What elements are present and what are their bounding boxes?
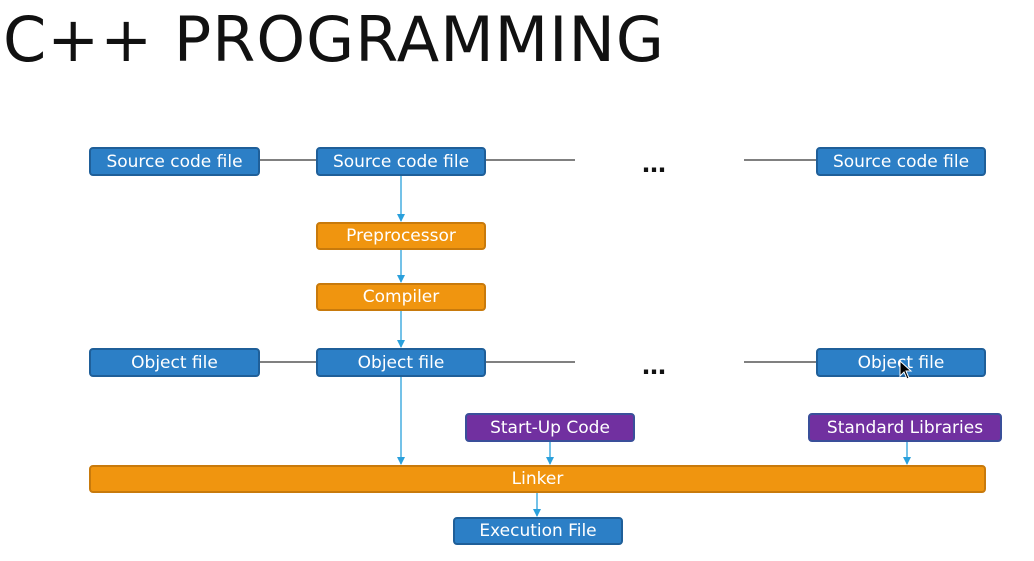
preprocessor-box: Preprocessor	[316, 222, 486, 250]
source-code-file-right: Source code file	[816, 147, 986, 176]
object-row-ellipsis: …	[642, 352, 667, 380]
standard-libraries-box: Standard Libraries	[808, 413, 1002, 442]
object-file-main: Object file	[316, 348, 486, 377]
source-row-ellipsis: …	[642, 150, 667, 178]
linker-bar: Linker	[89, 465, 986, 493]
execution-file-box: Execution File	[453, 517, 623, 545]
source-code-file-main: Source code file	[316, 147, 486, 176]
object-file-left: Object file	[89, 348, 260, 377]
page-title: C++ PROGRAMMING	[3, 3, 665, 76]
startup-code-box: Start-Up Code	[465, 413, 635, 442]
compiler-box: Compiler	[316, 283, 486, 311]
mouse-cursor-icon	[899, 359, 913, 384]
source-code-file-left: Source code file	[89, 147, 260, 176]
